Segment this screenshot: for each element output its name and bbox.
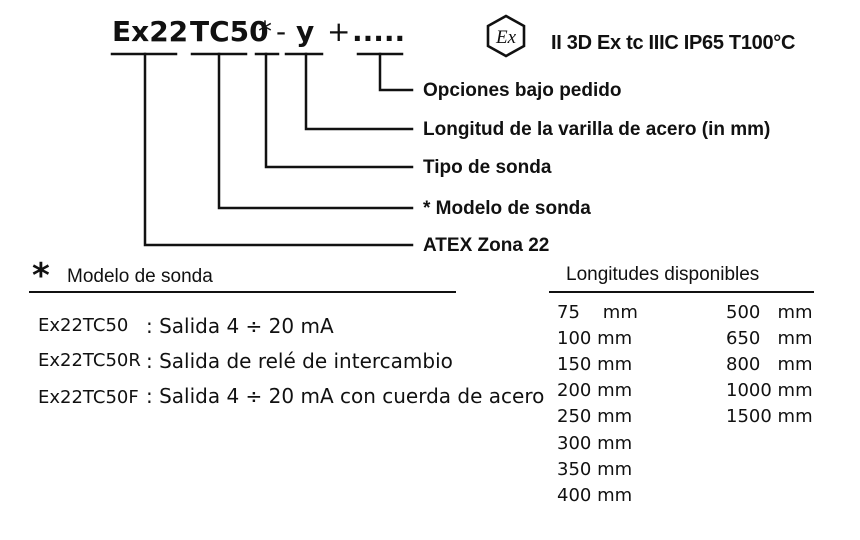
svg-text:Ex: Ex [495, 27, 517, 48]
model-desc-2: : Salida de relé de intercambio [146, 349, 453, 373]
connector-modelo [217, 52, 414, 210]
length-left-7: 350 mm [557, 459, 633, 480]
length-left-5: 250 mm [557, 406, 633, 427]
length-right-3: 800 mm [726, 354, 813, 375]
model-desc-3: : Salida 4 ÷ 20 mA con cuerda de acero [146, 384, 545, 408]
callout-tipo: Tipo de sonda [423, 157, 552, 178]
code-y: y [296, 15, 315, 48]
ex-hexagon-icon: Ex [486, 14, 526, 58]
length-left-8: 400 mm [557, 485, 633, 506]
model-desc-1: : Salida 4 ÷ 20 mA [146, 314, 334, 338]
model-asterisk-marker: * [32, 256, 50, 296]
code-tc50: TC50 [190, 15, 269, 48]
callout-atex: ATEX Zona 22 [423, 235, 550, 256]
connector-atex [143, 52, 414, 247]
code-dash: - [276, 15, 287, 48]
ex-atex-logo: Ex [484, 14, 528, 58]
connector-opciones [378, 52, 414, 92]
code-ex22: Ex22 [112, 15, 189, 48]
code-options-dots: ..... [352, 15, 406, 48]
code-asterisk: * [258, 15, 272, 48]
callout-opciones: Opciones bajo pedido [423, 80, 622, 101]
model-section-title: Modelo de sonda [67, 266, 213, 287]
code-plus: + [327, 15, 351, 48]
length-right-5: 1500 mm [726, 406, 813, 427]
length-left-1: 75 mm [557, 302, 638, 323]
lengths-section-title: Longitudes disponibles [566, 264, 760, 285]
model-code-2: Ex22TC50R [38, 350, 141, 371]
model-code-1: Ex22TC50 [38, 315, 129, 336]
callout-modelo: * Modelo de sonda [423, 198, 591, 219]
connector-tipo [264, 52, 414, 169]
length-left-2: 100 mm [557, 328, 633, 349]
length-right-1: 500 mm [726, 302, 813, 323]
length-left-4: 200 mm [557, 380, 633, 401]
model-code-3: Ex22TC50F [38, 387, 139, 408]
certification-text: II 3D Ex tc IIIC IP65 T100°C [551, 32, 796, 54]
length-right-2: 650 mm [726, 328, 813, 349]
length-right-4: 1000 mm [726, 380, 813, 401]
length-left-3: 150 mm [557, 354, 633, 375]
connector-longitud [304, 52, 414, 131]
callout-longitud: Longitud de la varilla de acero (in mm) [423, 119, 771, 140]
length-left-6: 300 mm [557, 433, 633, 454]
